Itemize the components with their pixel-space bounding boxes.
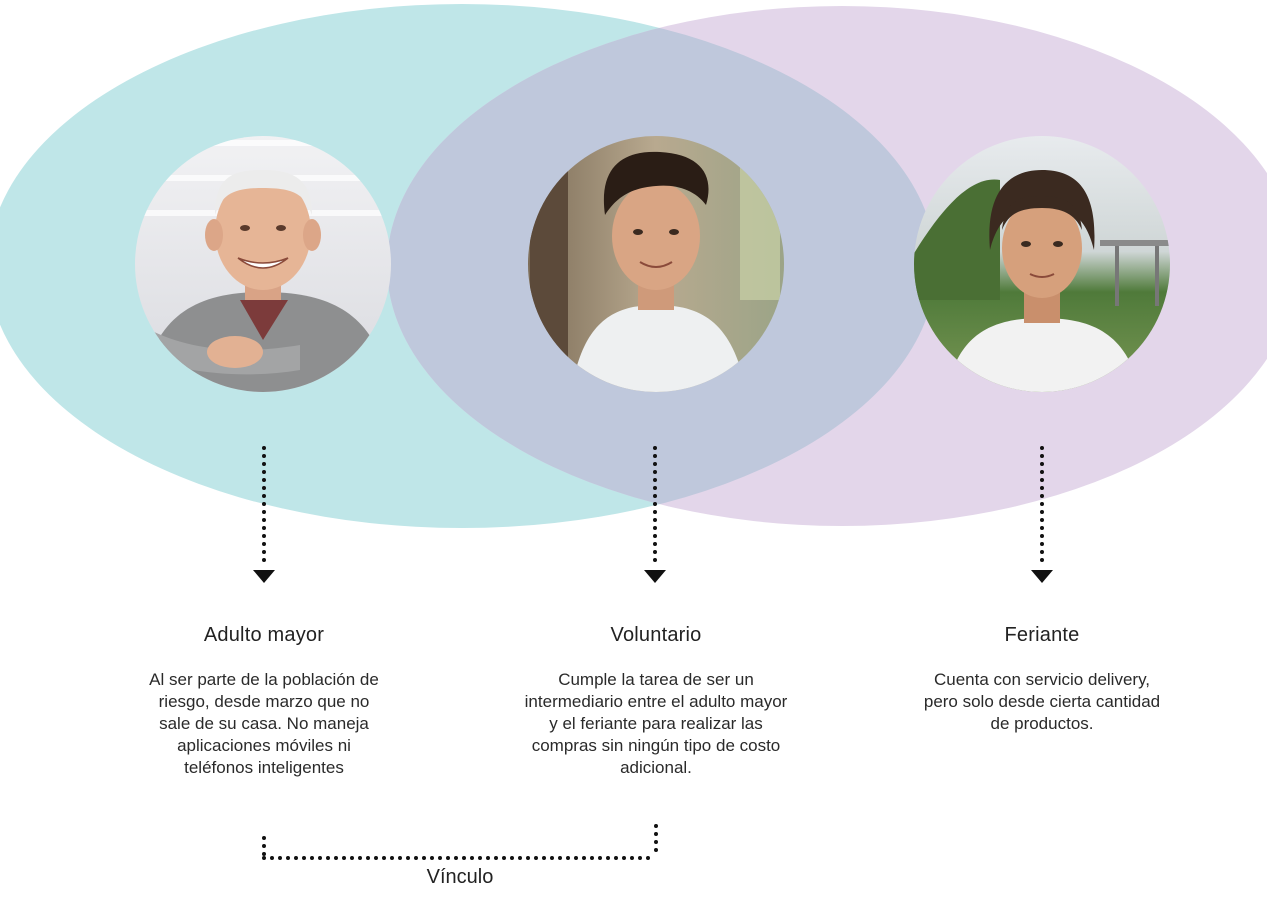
arrow-feriante	[1031, 446, 1053, 583]
role-description: Cuenta con servicio delivery, pero solo …	[923, 670, 1161, 733]
role-title: Voluntario	[610, 624, 702, 646]
role-feriante: Feriante Cuenta con servicio delivery, p…	[917, 624, 1167, 735]
woman-photo	[914, 136, 1170, 392]
link-label: Vínculo	[426, 866, 494, 888]
elderly-man-photo	[135, 136, 391, 392]
arrow-voluntario	[644, 446, 666, 583]
role-description: Cumple la tarea de ser un intermediario …	[524, 670, 788, 777]
overlap-region	[387, 6, 936, 526]
arrow-adulto-mayor	[253, 446, 275, 583]
role-title: Adulto mayor	[203, 624, 325, 646]
young-man-photo	[528, 136, 784, 392]
role-voluntario: Voluntario Cumple la tarea de ser un int…	[521, 624, 791, 779]
link-connector	[262, 824, 658, 860]
role-title: Feriante	[1004, 624, 1080, 646]
role-adulto-mayor: Adulto mayor Al ser parte de la població…	[144, 624, 384, 779]
role-description: Al ser parte de la población de riesgo, …	[149, 670, 379, 777]
